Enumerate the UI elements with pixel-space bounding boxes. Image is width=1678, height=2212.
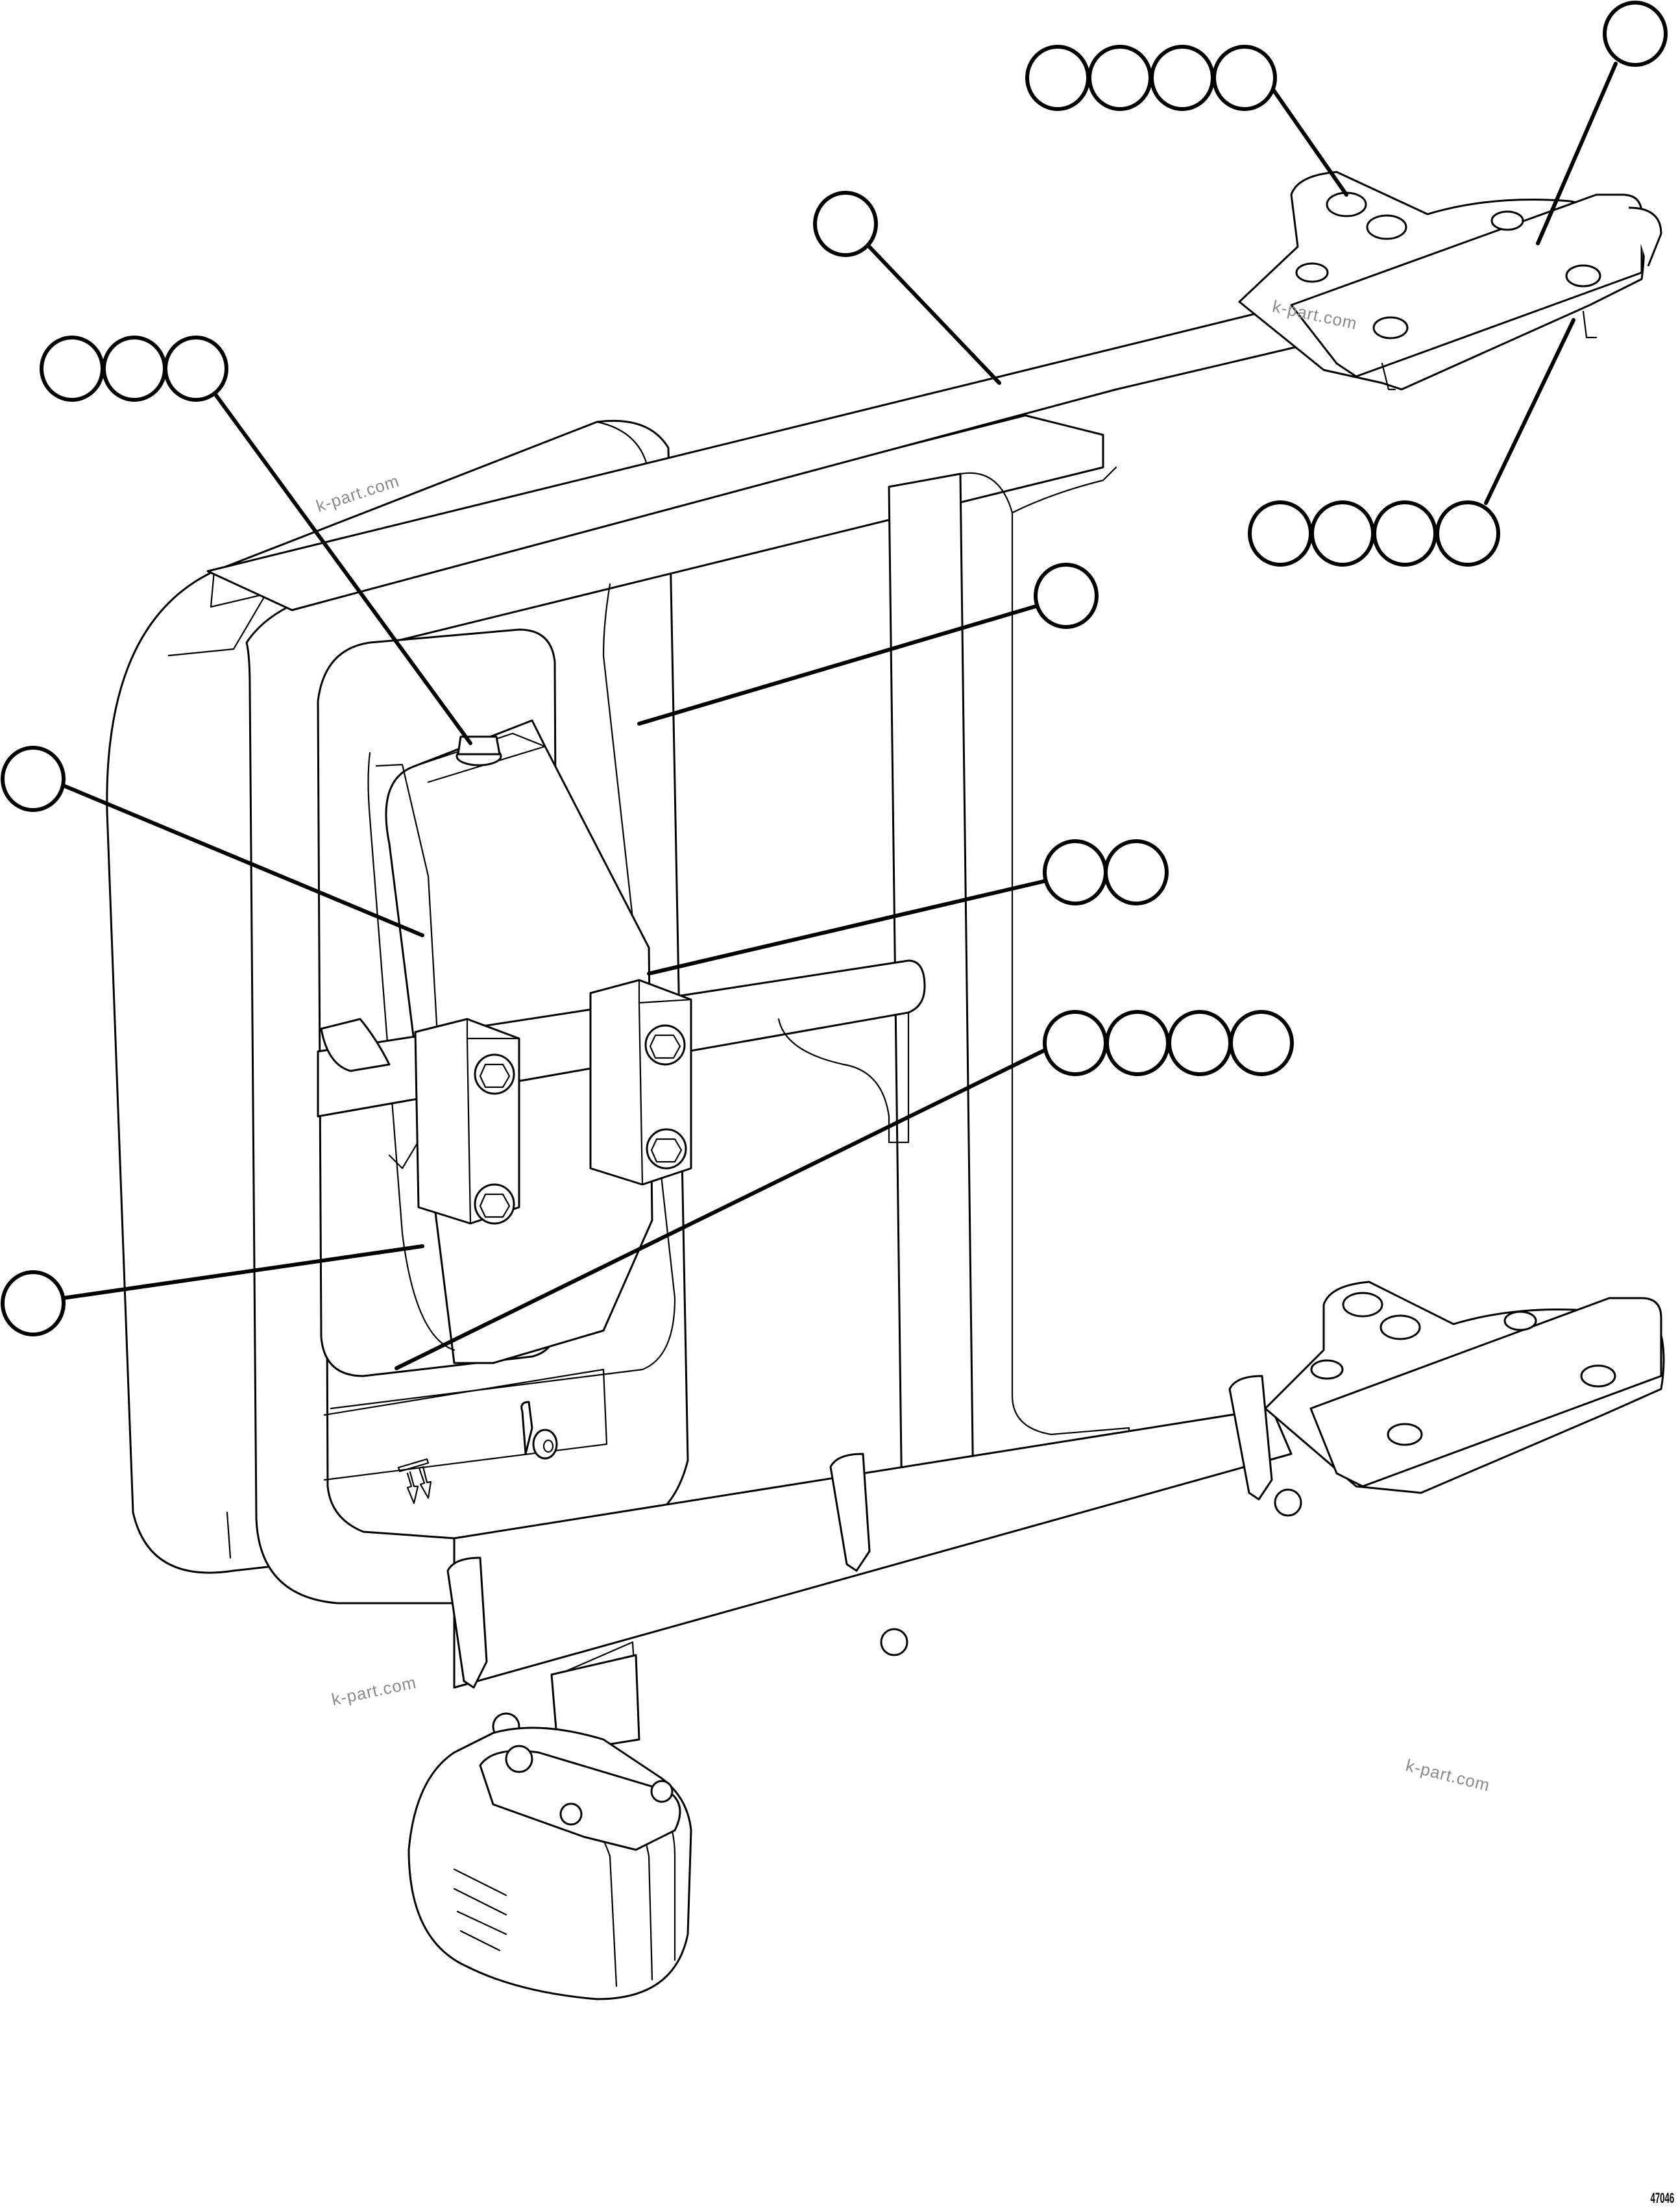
cable-connector — [320, 1018, 391, 1072]
callout-balloon — [40, 336, 104, 402]
upper-tube — [206, 297, 1338, 611]
leader-right-nut-group — [1484, 318, 1575, 505]
callout-right-nut-group[interactable] — [1248, 500, 1500, 567]
callout-balloon — [164, 336, 228, 402]
top-mount-bolts — [1295, 191, 1601, 339]
callout-balloon — [1167, 1010, 1232, 1076]
callout-balloon — [1088, 45, 1152, 111]
callout-clamp-bolt-group[interactable] — [1043, 839, 1169, 905]
leader-mirror-arm — [61, 1244, 424, 1300]
top-mount-plate — [1238, 171, 1662, 391]
leader-clamp-bolt-group — [647, 879, 1048, 976]
callout-balloon — [1043, 1010, 1108, 1076]
callout-balloon — [102, 336, 167, 402]
callout-lower-bolt-group[interactable] — [1043, 1010, 1294, 1076]
vertical-post — [888, 466, 1130, 1514]
callout-mirror-housing[interactable] — [1, 746, 66, 812]
hose-clamps — [446, 1375, 1302, 1741]
callout-balloon — [1043, 839, 1108, 905]
leader-lines — [61, 62, 1618, 1370]
callout-balloon — [1372, 500, 1437, 567]
callout-balloon — [1, 1270, 66, 1336]
callout-upper-tube[interactable] — [813, 191, 878, 257]
callout-balloon — [1248, 500, 1313, 567]
clamp-block-left — [414, 1018, 520, 1225]
leader-mirror-frame — [637, 602, 1047, 726]
bracket-top-bolt — [456, 735, 502, 767]
leader-upper-tube — [861, 238, 1001, 385]
callout-mirror-arm[interactable] — [1, 1270, 66, 1336]
callout-balloon — [1150, 45, 1215, 111]
clamp-block-right — [589, 979, 692, 1186]
leader-top-bolt-group — [1270, 86, 1348, 197]
callout-balloon — [1603, 1, 1668, 67]
callout-balloon — [1229, 1010, 1294, 1076]
callout-balloon — [1212, 45, 1277, 111]
callout-top-right-single[interactable] — [1603, 1, 1668, 67]
lower-mount-plate — [1264, 1281, 1665, 1494]
leader-mirror-housing — [61, 783, 424, 937]
callout-left-bolt-group[interactable] — [40, 336, 228, 402]
callout-balloon — [1034, 563, 1099, 629]
callout-balloon — [813, 191, 878, 257]
callout-balloon — [1435, 500, 1500, 567]
leader-top-right-single — [1536, 62, 1618, 245]
work-lamp — [407, 1654, 692, 2000]
leader-lower-bolt-group — [395, 1048, 1048, 1370]
drawing-id-label: 47046 — [1650, 2190, 1674, 2206]
adjuster-knob — [520, 1401, 558, 1460]
down-arrows-marking — [397, 1458, 432, 1505]
callout-balloon — [1104, 839, 1169, 905]
callout-balloon — [1, 746, 66, 812]
leader-left-bolt-group — [212, 391, 472, 745]
callout-balloon — [1310, 500, 1375, 567]
callout-mirror-frame[interactable] — [1034, 563, 1099, 629]
callout-top-bolt-group[interactable] — [1025, 45, 1277, 111]
lower-mount-bolts — [1310, 1292, 1616, 1446]
callout-balloon — [1025, 45, 1090, 111]
callout-balloon — [1105, 1010, 1170, 1076]
